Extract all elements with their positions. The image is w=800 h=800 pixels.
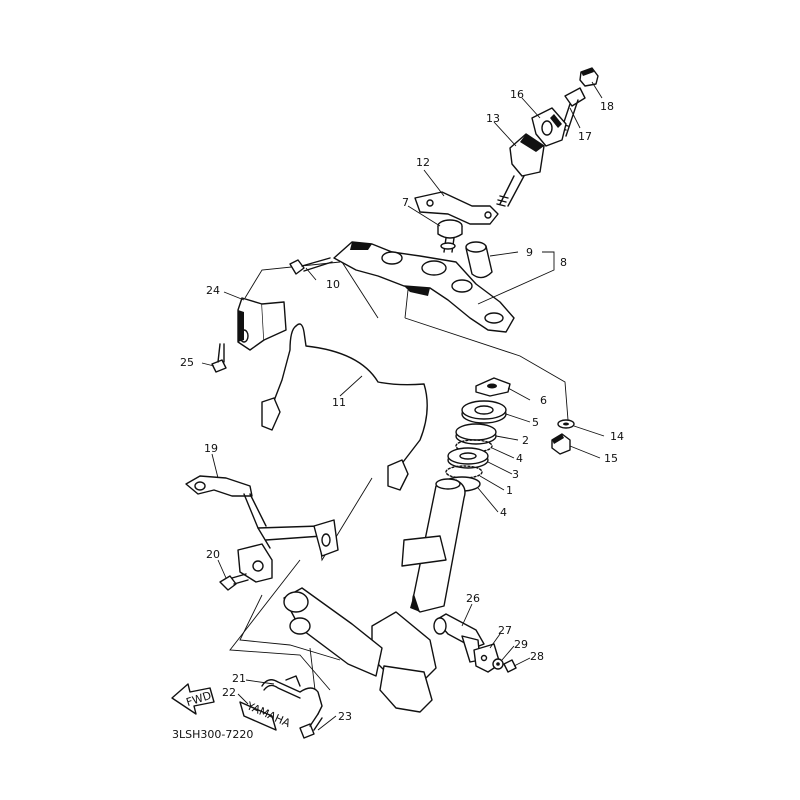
callout-18: 18	[600, 100, 614, 113]
part-6-lock-washer	[475, 377, 511, 397]
callout-29: 29	[514, 638, 528, 651]
callout-5: 5	[532, 416, 539, 429]
callout-3: 3	[512, 468, 519, 481]
part-13-handlebar-holder-lower	[496, 133, 545, 207]
leader-lines	[201, 81, 605, 731]
diagram-code: 3LSH300-7220	[172, 728, 253, 741]
part-11-cable	[261, 323, 428, 491]
part-29-washer	[492, 658, 504, 670]
part-12-bracket-plate	[414, 191, 499, 225]
callout-17: 17	[578, 130, 592, 143]
part-3-ball-race	[447, 447, 489, 469]
callout-26: 26	[466, 592, 480, 605]
callout-15: 15	[604, 452, 618, 465]
part-21-clip	[261, 675, 323, 715]
part-24-bracket	[237, 297, 287, 351]
steering-stem	[283, 478, 466, 713]
callout-25: 25	[180, 356, 194, 369]
callout-8: 8	[560, 256, 567, 269]
callout-28: 28	[530, 650, 544, 663]
part-18-cap-nut	[579, 67, 599, 87]
callout-14: 14	[610, 430, 624, 443]
part-9-collar	[465, 241, 493, 279]
callout-13: 13	[486, 112, 500, 125]
callout-27: 27	[498, 624, 512, 637]
callout-4-upper: 4	[516, 452, 523, 465]
callout-23: 23	[338, 710, 352, 723]
part-10-bolt	[289, 257, 333, 275]
part-25-bolt	[211, 343, 227, 373]
callout-10: 10	[326, 278, 340, 291]
callout-2: 2	[522, 434, 529, 447]
callout-4-lower: 4	[500, 506, 507, 519]
callout-11: 11	[332, 396, 346, 409]
part-8-upper-bracket	[333, 241, 515, 333]
callout-19: 19	[204, 442, 218, 455]
callout-9: 9	[526, 246, 533, 259]
callout-12: 12	[416, 156, 430, 169]
part-23-screw	[299, 713, 323, 739]
callout-7: 7	[402, 196, 409, 209]
part-14-washer	[557, 419, 575, 429]
callout-labels: 18 17 16 13 12 7 9 8 10 24 25 11 6 5 2 4…	[172, 88, 624, 741]
callout-1: 1	[506, 484, 513, 497]
part-16-handlebar-holder-upper	[531, 107, 567, 147]
callout-16: 16	[510, 88, 524, 101]
part-28-screw	[503, 659, 517, 673]
assembly-lines	[229, 261, 569, 691]
callout-20: 20	[206, 548, 220, 561]
part-19-headlight-bracket	[185, 475, 339, 583]
callout-22: 22	[222, 686, 236, 699]
callout-21: 21	[232, 672, 246, 685]
part-7-steering-stem-bolt	[437, 219, 463, 253]
part-15-nut	[551, 433, 571, 455]
part-20-bolt	[219, 573, 249, 591]
callout-6: 6	[540, 394, 547, 407]
part-5-ring-nut	[461, 400, 507, 424]
callout-24: 24	[206, 284, 220, 297]
fwd-arrow-icon: FWD	[171, 683, 215, 715]
